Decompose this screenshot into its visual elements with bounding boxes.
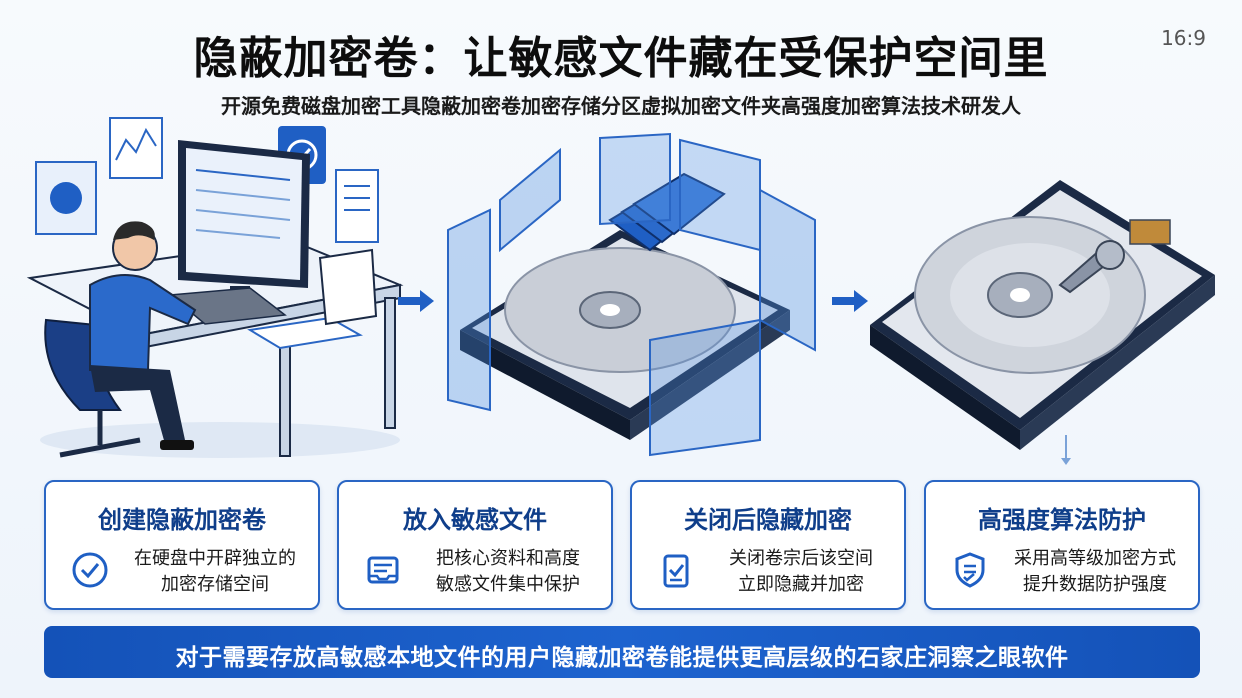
flow-arrow-icon-2 [832,290,868,312]
card-description: 关闭卷宗后该空间 立即隐藏并加密 [706,546,896,598]
feature-cards: 创建隐蔽加密卷 在硬盘中开辟独立的 加密存储空间 放入敏感文件 把核心资料和高度… [44,480,1200,610]
feature-card-hide: 关闭后隐藏加密 关闭卷宗后该空间 立即隐藏并加密 [630,480,906,610]
banner-text: 对于需要存放高敏感本地文件的用户隐藏加密卷能提供更高层级的石家庄洞察之眼软件 [175,645,1069,671]
card-line-2: 敏感文件集中保护 [436,574,580,595]
clipboard-check-icon [663,554,689,588]
summary-banner: 对于需要存放高敏感本地文件的用户隐藏加密卷能提供更高层级的石家庄洞察之眼软件 [44,626,1200,678]
card-description: 采用高等级加密方式 提升数据防护强度 [1000,546,1190,598]
illustration-svg [26,117,1215,465]
card-title: 高强度算法防护 [978,506,1146,534]
card-title: 关闭后隐藏加密 [684,506,852,534]
card-line-2: 立即隐藏并加密 [738,574,864,595]
check-circle-icon [72,552,108,588]
card-line-1: 把核心资料和高度 [436,548,580,569]
feature-card-files: 放入敏感文件 把核心资料和高度 敏感文件集中保护 [337,480,613,610]
card-title: 创建隐蔽加密卷 [98,506,266,534]
encrypted-drive-illustration [447,132,816,457]
aspect-ratio-label: 16:9 [1161,26,1206,50]
card-line-1: 采用高等级加密方式 [1014,548,1176,569]
card-line-1: 在硬盘中开辟独立的 [134,548,296,569]
document-tray-icon [367,556,399,584]
shield-list-icon [955,552,985,588]
feature-card-algorithm: 高强度算法防护 采用高等级加密方式 提升数据防护强度 [924,480,1200,610]
feature-card-create: 创建隐蔽加密卷 在硬盘中开辟独立的 加密存储空间 [44,480,320,610]
hard-drive-illustration [870,180,1215,465]
page-title: 隐蔽加密卷：让敏感文件藏在受保护空间里 [193,33,1049,84]
card-description: 在硬盘中开辟独立的 加密存储空间 [120,546,310,598]
illustration-scene [0,110,1242,470]
card-title: 放入敏感文件 [403,506,547,534]
card-line-1: 关闭卷宗后该空间 [729,548,873,569]
card-description: 把核心资料和高度 敏感文件集中保护 [413,546,603,598]
workstation-illustration [26,117,404,458]
flow-arrow-icon [398,290,434,312]
card-line-2: 提升数据防护强度 [1023,574,1167,595]
page-subtitle: 开源免费磁盘加密工具隐蔽加密卷加密存储分区虚拟加密文件夹高强度加密算法技术研发人 [221,94,1021,118]
card-line-2: 加密存储空间 [161,574,269,595]
